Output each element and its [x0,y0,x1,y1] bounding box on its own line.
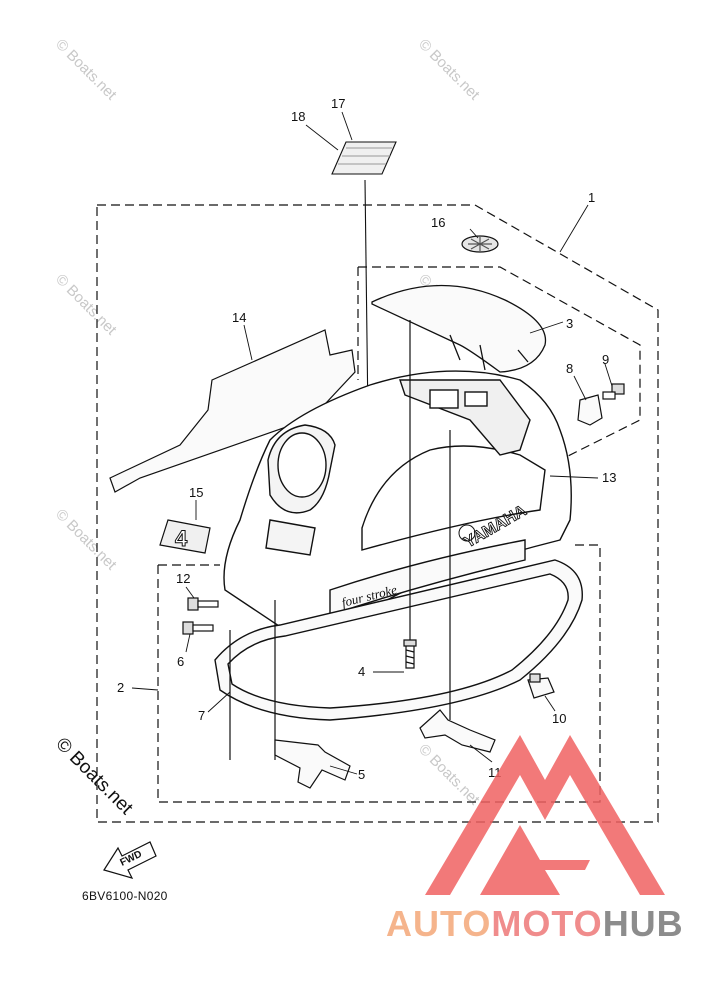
automotohub-wordmark: AUTOMOTOHUB [386,903,684,945]
leader-lines [131,111,613,775]
callout-18: 18 [291,109,305,124]
callout-13: 13 [602,470,616,485]
callout-4: 4 [358,664,365,679]
watermark-top-left: © Boats.net [52,36,120,104]
watermark-top-right: © Boats.net [415,36,483,104]
automotohub-logo-icon [425,735,665,895]
callout-17: 17 [331,96,345,111]
part-bracket-11 [419,709,496,753]
part-emblem-16 [461,235,499,253]
part-bracket-5 [274,739,351,789]
part-bolt-6 [182,621,214,635]
part-code: 6BV6100-N020 [82,889,168,903]
part-seal-ring-7 [214,559,583,721]
watermark-mid-left: © Boats.net [52,271,120,339]
callout-12: 12 [176,571,190,586]
part-stickers-17-18 [331,141,397,421]
watermark-bottom-right: © Boats.net [415,741,483,809]
watermark-lower-left: © Boats.net [52,506,120,574]
yamaha-tuning-fork-icon [458,524,476,542]
callout-7: 7 [198,708,205,723]
part-seal-strip-14 [109,329,356,493]
callouts: 1 2 3 4 5 6 7 8 9 10 11 12 13 14 15 16 1… [117,96,616,782]
part-damper-10 [527,673,555,699]
callout-16: 16 [431,215,445,230]
part-bolt-9 [602,383,625,400]
wordmark-auto: AUTO [386,903,492,944]
callout-1: 1 [588,190,595,205]
wordmark-moto: MOTO [491,903,603,944]
lower-cowling-walls [229,320,451,760]
part-bracket-8 [577,394,603,426]
callout-8: 8 [566,361,573,376]
callout-10: 10 [552,711,566,726]
callout-15: 15 [189,485,203,500]
wordmark-hub: HUB [602,903,684,944]
callout-2: 2 [117,680,124,695]
fwd-arrow-icon: FWD [103,841,157,879]
callout-3: 3 [566,316,573,331]
watermark-dark: © Boats.net [51,734,137,820]
assembly-1-boundary [96,204,659,823]
callout-9: 9 [602,352,609,367]
svg-text:4: 4 [175,526,188,551]
part-rear-cover-3 [371,284,547,373]
callout-14: 14 [232,310,246,325]
callout-6: 6 [177,654,184,669]
part-decal-15: 4 [159,519,211,554]
callout-5: 5 [358,767,365,782]
part-bolt-12 [187,597,219,611]
part-screw-4 [403,639,417,669]
